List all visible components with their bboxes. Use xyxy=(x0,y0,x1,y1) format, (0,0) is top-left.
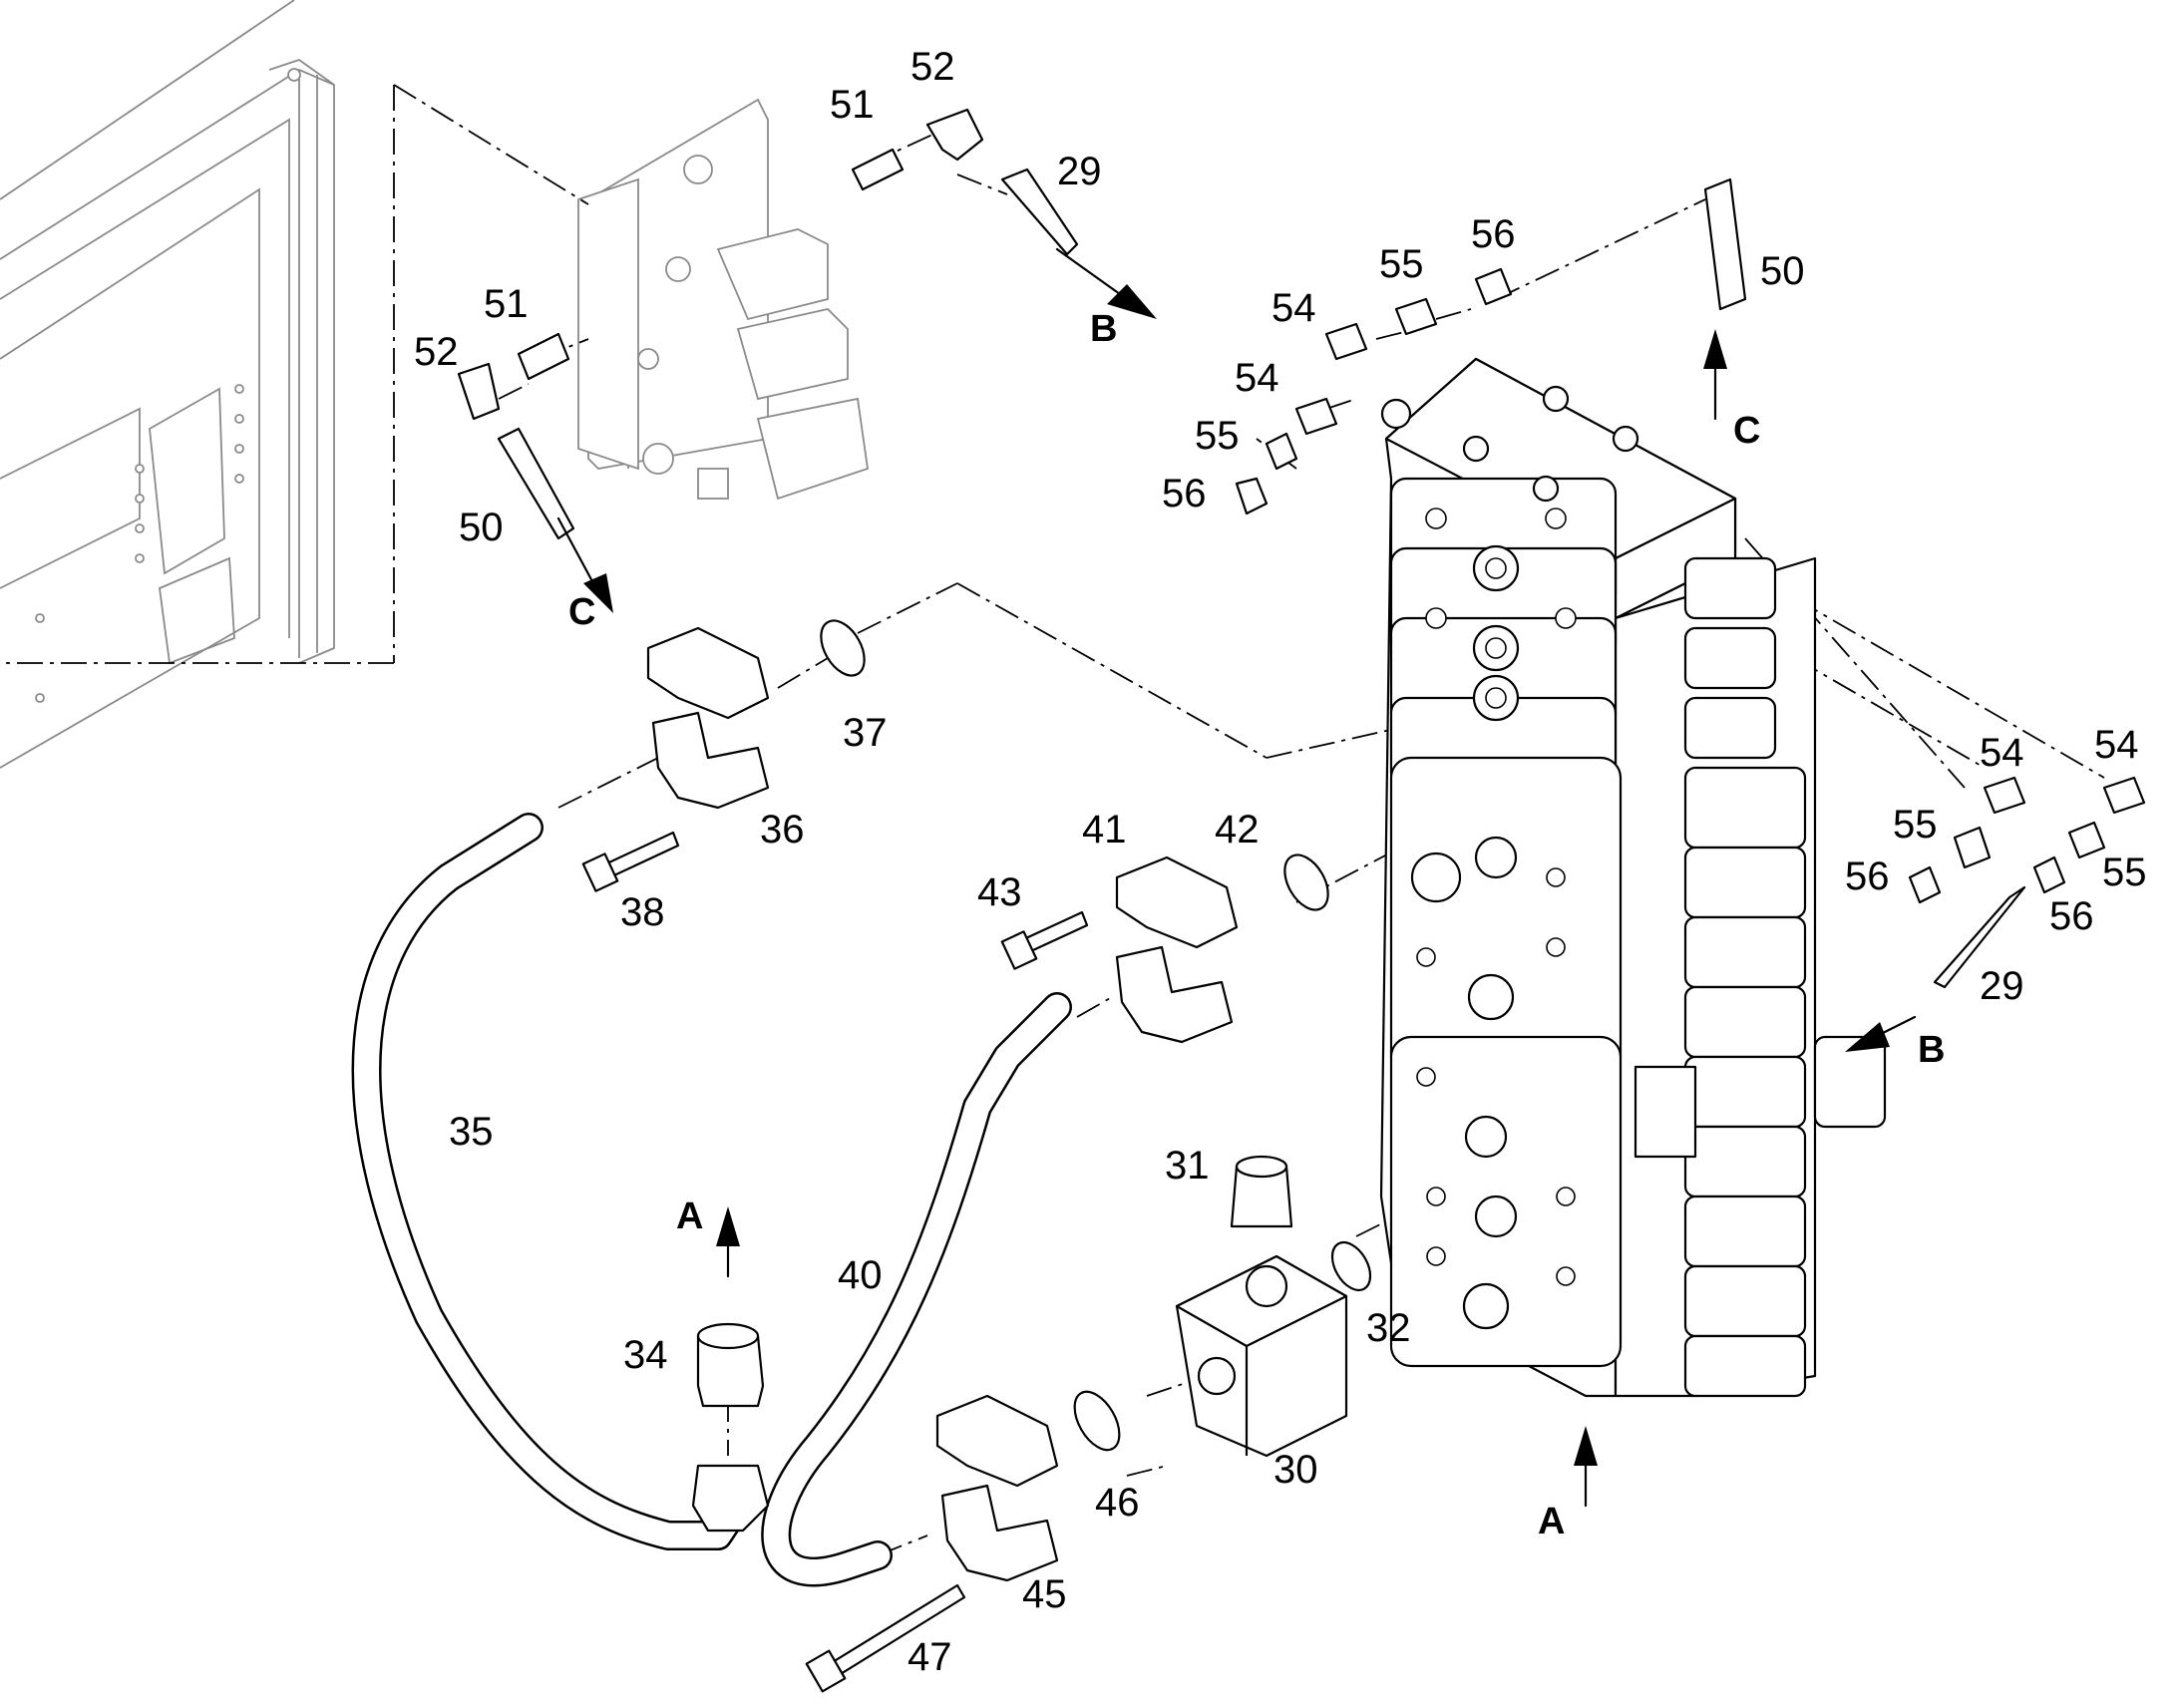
flange-41 xyxy=(1115,855,1239,1044)
direction-arrows xyxy=(556,247,1917,1508)
main-control-valve xyxy=(1379,357,1887,1398)
label-40: 40 xyxy=(838,1253,883,1297)
machine-frame xyxy=(0,0,335,769)
label-51-b: 51 xyxy=(484,282,529,326)
label-36: 36 xyxy=(760,808,805,852)
label-43: 43 xyxy=(977,870,1022,914)
label-41: 41 xyxy=(1082,808,1127,852)
hose-35 xyxy=(351,813,753,1550)
label-47: 47 xyxy=(908,1635,952,1679)
label-56-a: 56 xyxy=(1471,212,1516,256)
label-37: 37 xyxy=(843,711,888,755)
adapter-34 xyxy=(691,1322,770,1533)
label-51-a: 51 xyxy=(830,83,875,127)
letter-b-right: B xyxy=(1918,1029,1945,1071)
letter-a-bottom: A xyxy=(1538,1501,1565,1542)
o-rings xyxy=(820,619,1372,1452)
label-32: 32 xyxy=(1366,1306,1411,1350)
label-55-a: 55 xyxy=(1379,242,1424,286)
bolts xyxy=(581,831,1089,1693)
label-29-a: 29 xyxy=(1057,150,1102,193)
letter-a-left: A xyxy=(676,1196,703,1237)
label-56-c: 56 xyxy=(1845,854,1890,898)
letter-c-right: C xyxy=(1733,410,1760,452)
hose-40 xyxy=(761,992,1072,1587)
label-54-d: 54 xyxy=(2094,723,2139,767)
fittings xyxy=(457,108,2146,989)
label-55-b: 55 xyxy=(1195,414,1240,458)
flange-45 xyxy=(935,1394,1059,1582)
label-56-b: 56 xyxy=(1162,472,1207,515)
label-52-b: 52 xyxy=(414,330,459,374)
label-35: 35 xyxy=(449,1110,494,1154)
label-38: 38 xyxy=(620,890,665,934)
label-55-d: 55 xyxy=(2102,851,2147,894)
label-56-d: 56 xyxy=(2049,894,2094,938)
label-30: 30 xyxy=(1273,1448,1318,1492)
part-labels: 51 52 29 51 52 50 56 55 54 50 54 55 56 3… xyxy=(414,45,2147,1679)
solenoid-valve-block xyxy=(577,98,869,501)
label-34: 34 xyxy=(623,1333,668,1377)
block-30 xyxy=(1175,1155,1348,1458)
label-50-a: 50 xyxy=(459,506,504,549)
label-54-c: 54 xyxy=(1980,731,2024,775)
flange-36 xyxy=(646,626,770,810)
label-29-b: 29 xyxy=(1980,964,2024,1008)
label-54-a: 54 xyxy=(1272,286,1316,330)
label-42: 42 xyxy=(1215,808,1260,852)
letter-b-top: B xyxy=(1090,308,1117,350)
label-31: 31 xyxy=(1165,1144,1210,1188)
label-50-b: 50 xyxy=(1760,249,1805,293)
label-45: 45 xyxy=(1022,1572,1067,1616)
label-52-a: 52 xyxy=(910,45,955,89)
label-54-b: 54 xyxy=(1235,356,1279,400)
label-46: 46 xyxy=(1095,1481,1140,1525)
letter-c-left: C xyxy=(568,591,595,633)
connection-letters: B C C B A A xyxy=(568,308,1945,1542)
label-55-c: 55 xyxy=(1893,803,1938,847)
